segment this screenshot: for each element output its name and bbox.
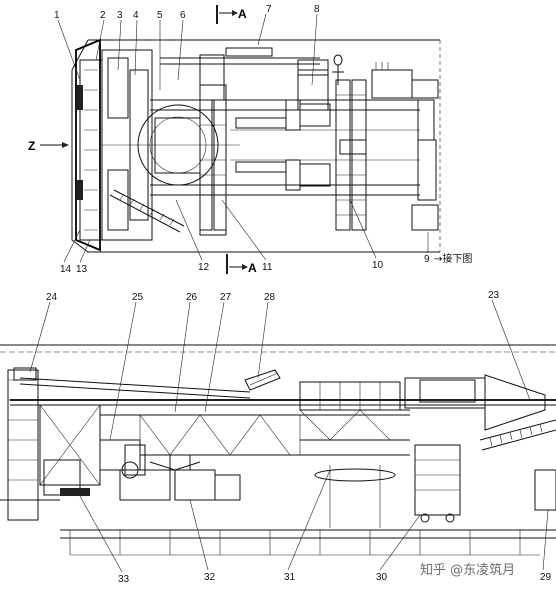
callout-31: 31 xyxy=(284,572,296,583)
callout-12: 12 xyxy=(198,262,210,273)
callout-29: 29 xyxy=(540,572,552,583)
callout-33: 33 xyxy=(118,574,130,585)
callout-30: 30 xyxy=(376,572,388,583)
continue-note: →接下图 xyxy=(434,252,472,265)
callout-6: 6 xyxy=(180,10,186,21)
callout-25: 25 xyxy=(132,292,144,303)
callout-2: 2 xyxy=(100,10,106,21)
callout-8: 8 xyxy=(314,4,320,15)
section-marker-top: A xyxy=(238,7,247,21)
truss-right xyxy=(299,381,410,441)
watermark: 知乎 @东凌筑月 xyxy=(420,562,515,578)
callout-27: 27 xyxy=(220,292,232,303)
jack-group xyxy=(199,84,227,236)
callout-13: 13 xyxy=(76,264,88,275)
bottom-elevation-view xyxy=(0,344,556,556)
callout-4: 4 xyxy=(133,10,139,21)
callout-24: 24 xyxy=(46,292,58,303)
callout-28: 28 xyxy=(264,292,276,303)
callout-3: 3 xyxy=(117,10,123,21)
callout-5: 5 xyxy=(157,10,163,21)
bottom-callouts: 24 25 26 27 28 23 33 32 31 30 29 xyxy=(29,290,552,585)
top-callouts: 1 2 3 4 5 6 7 8 9 10 11 12 13 14 xyxy=(54,4,430,275)
truss xyxy=(139,414,301,456)
callout-9: 9 xyxy=(424,254,430,265)
callout-11: 11 xyxy=(262,262,273,273)
direction-label: Z xyxy=(28,139,35,153)
callout-10: 10 xyxy=(372,260,384,271)
section-marker-bottom: A xyxy=(248,261,257,275)
callout-7: 7 xyxy=(266,4,272,15)
callout-23: 23 xyxy=(488,290,500,301)
callout-26: 26 xyxy=(186,292,198,303)
callout-14: 14 xyxy=(60,264,72,275)
callout-32: 32 xyxy=(204,572,216,583)
top-plan-view xyxy=(71,38,441,253)
callout-1: 1 xyxy=(54,10,60,21)
